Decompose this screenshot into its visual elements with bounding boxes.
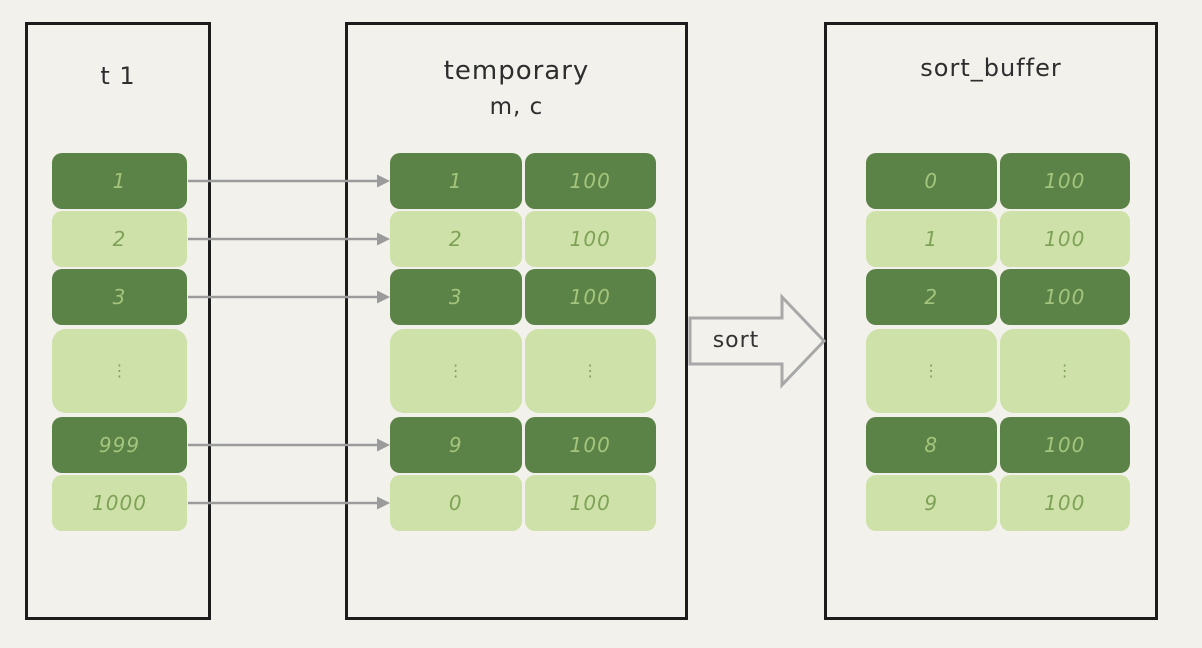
box-title-sort-buffer: sort_buffer <box>920 54 1062 82</box>
table-row: ⋮⋮ <box>390 329 656 413</box>
table-cell: 100 <box>999 153 1130 209</box>
table-cell: 100 <box>999 417 1130 473</box>
sort-arrow-label: sort <box>712 327 760 353</box>
table-cell: 1 <box>866 211 997 267</box>
table-cell: 3 <box>52 269 187 325</box>
table-row: 2 <box>52 211 187 267</box>
table-cell: 3 <box>390 269 522 325</box>
box-title-temporary: temporary <box>443 56 590 86</box>
table-cell: 9 <box>390 417 522 473</box>
table-cell: ⋮ <box>866 329 997 413</box>
table-cell: 1000 <box>52 475 187 531</box>
table-row: 1000 <box>52 475 187 531</box>
table-box-t1: t 1 <box>25 22 211 620</box>
table-cell: 1 <box>52 153 187 209</box>
table-cell: 1 <box>390 153 522 209</box>
table-cell: 2 <box>390 211 522 267</box>
table-cell: 100 <box>999 211 1130 267</box>
table-cell: 100 <box>524 417 656 473</box>
box-subtitle-temporary: m, c <box>489 94 544 120</box>
table-cell: 9 <box>866 475 997 531</box>
table-cell: 100 <box>524 153 656 209</box>
table-cell: ⋮ <box>52 329 187 413</box>
table-row: 1 <box>52 153 187 209</box>
box-title-t1: t 1 <box>100 62 136 90</box>
table-cell: 100 <box>999 475 1130 531</box>
table-row: ⋮⋮ <box>866 329 1130 413</box>
table-cell: ⋮ <box>524 329 656 413</box>
table-row: ⋮ <box>52 329 187 413</box>
table-cell: 100 <box>524 211 656 267</box>
table-row: 999 <box>52 417 187 473</box>
table-cell: 999 <box>52 417 187 473</box>
table-cell: ⋮ <box>390 329 522 413</box>
table-row: 3 <box>52 269 187 325</box>
table-cell: 0 <box>866 153 997 209</box>
table-cell: 100 <box>524 475 656 531</box>
table-cell: 0 <box>390 475 522 531</box>
table-cell: 100 <box>524 269 656 325</box>
table-cell: 2 <box>866 269 997 325</box>
table-cell: 100 <box>999 269 1130 325</box>
table-box-temporary: temporary m, c <box>345 22 688 620</box>
table-cell: 8 <box>866 417 997 473</box>
table-cell: ⋮ <box>999 329 1130 413</box>
table-cell: 2 <box>52 211 187 267</box>
